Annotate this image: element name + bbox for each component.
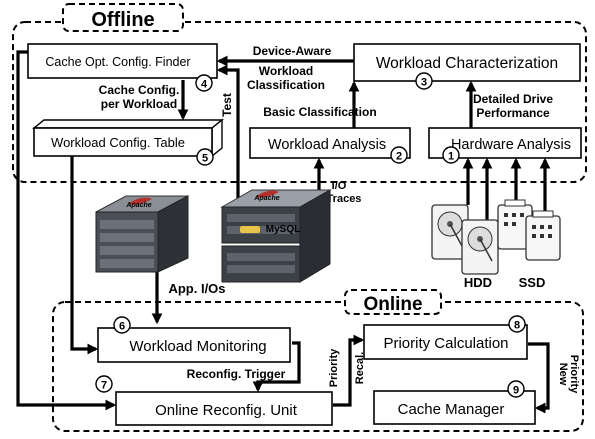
step-circle-9: 9 bbox=[507, 380, 525, 398]
cache-manager-label: Cache Manager bbox=[398, 401, 505, 418]
online-region bbox=[52, 301, 584, 432]
step-circle-3: 3 bbox=[415, 72, 433, 90]
workload-config-table-box: Workload Config. Table bbox=[32, 118, 224, 158]
label-cache-config-2: per Workload bbox=[101, 97, 177, 111]
label-detailed-drive-2: Performance bbox=[476, 106, 550, 120]
arrow-new-priority bbox=[528, 342, 550, 414]
svg-text:9: 9 bbox=[513, 385, 519, 397]
online-title: Online bbox=[363, 294, 422, 315]
step-circle-1: 1 bbox=[442, 146, 460, 164]
workload-monitoring-box: Workload Monitoring bbox=[97, 327, 291, 363]
svg-text:8: 8 bbox=[514, 320, 520, 332]
step-circle-8: 8 bbox=[508, 315, 526, 333]
label-io-traces-2: Traces bbox=[327, 193, 362, 205]
priority-calculation-label: Priority Calculation bbox=[383, 335, 508, 352]
step-circle-6: 6 bbox=[113, 316, 131, 334]
online-reconfig-unit-box: Online Reconfig. Unit bbox=[115, 391, 333, 426]
apache-logo-left: Apache bbox=[125, 202, 151, 209]
apache-logo-right: Apache bbox=[253, 195, 279, 202]
label-cache-config-1: Cache Config. bbox=[99, 83, 180, 97]
offline-title: Offline bbox=[91, 9, 154, 31]
server-rack-left: Apache bbox=[95, 195, 189, 273]
svg-text:6: 6 bbox=[119, 321, 125, 333]
offline-region bbox=[12, 21, 587, 183]
label-io-traces-1: I/O bbox=[332, 180, 347, 192]
arrow-reconfig-trigger bbox=[252, 341, 301, 393]
svg-text:7: 7 bbox=[101, 380, 107, 392]
hardware-analysis-label: Hardware Analysis bbox=[451, 137, 571, 153]
workload-monitoring-label: Workload Monitoring bbox=[129, 338, 266, 355]
step-circle-5: 5 bbox=[196, 148, 214, 166]
workload-characterization-label: Workload Characterization bbox=[376, 55, 558, 72]
priority-calculation-box: Priority Calculation bbox=[363, 324, 528, 360]
label-reconfig-trigger: Reconfig. Trigger bbox=[187, 367, 286, 381]
svg-text:5: 5 bbox=[202, 153, 208, 165]
svg-text:1: 1 bbox=[448, 151, 454, 163]
label-app-ios: App. I/Os bbox=[168, 281, 225, 296]
step-circle-2: 2 bbox=[390, 146, 408, 164]
arrow-table-to-monitoring bbox=[70, 156, 99, 355]
arrow-test bbox=[216, 64, 240, 200]
mysql-logo: MySQL bbox=[266, 224, 300, 235]
cache-finder-label: Cache Opt. Config. Finder bbox=[45, 55, 190, 69]
svg-text:4: 4 bbox=[201, 79, 208, 91]
workload-analysis-label: Workload Analysis bbox=[268, 137, 386, 153]
label-priority-recal-1: Priority bbox=[328, 348, 340, 387]
online-title-box bbox=[344, 289, 442, 315]
label-detailed-drive-1: Detailed Drive bbox=[473, 92, 553, 106]
label-new-priority-1: New bbox=[557, 363, 569, 386]
step-circle-4: 4 bbox=[195, 74, 213, 92]
hdd-label: HDD bbox=[464, 275, 492, 290]
label-workload-classification-1: Workload bbox=[259, 64, 313, 78]
ssd-label: SSD bbox=[519, 275, 546, 290]
workload-characterization-box: Workload Characterization bbox=[353, 43, 581, 82]
ssd-icon bbox=[497, 199, 561, 261]
arrow-priority-recal bbox=[333, 334, 365, 407]
arrow-finder-to-reconfig bbox=[16, 50, 117, 411]
hardware-analysis-box: Hardware Analysis bbox=[428, 127, 582, 159]
workload-analysis-box: Workload Analysis bbox=[249, 127, 411, 159]
label-priority-recal-2: Recal. bbox=[354, 352, 366, 384]
cache-manager-box: Cache Manager bbox=[373, 390, 536, 425]
offline-title-box bbox=[62, 3, 184, 32]
svg-text:2: 2 bbox=[396, 151, 402, 163]
label-test: Test bbox=[220, 93, 234, 117]
online-reconfig-unit-label: Online Reconfig. Unit bbox=[155, 402, 298, 419]
step-circle-7: 7 bbox=[95, 375, 113, 393]
server-rack-right: Apache MySQL bbox=[220, 189, 332, 283]
label-device-aware: Device-Aware bbox=[253, 44, 332, 58]
hdd-icon bbox=[431, 204, 499, 275]
label-workload-classification-2: Classification bbox=[247, 78, 325, 92]
label-new-priority-2: Priority bbox=[568, 355, 580, 394]
label-basic-classification: Basic Classification bbox=[263, 105, 376, 119]
workload-config-table-label: Workload Config. Table bbox=[51, 135, 185, 150]
svg-text:3: 3 bbox=[421, 77, 427, 89]
cache-finder-box: Cache Opt. Config. Finder bbox=[27, 43, 218, 79]
